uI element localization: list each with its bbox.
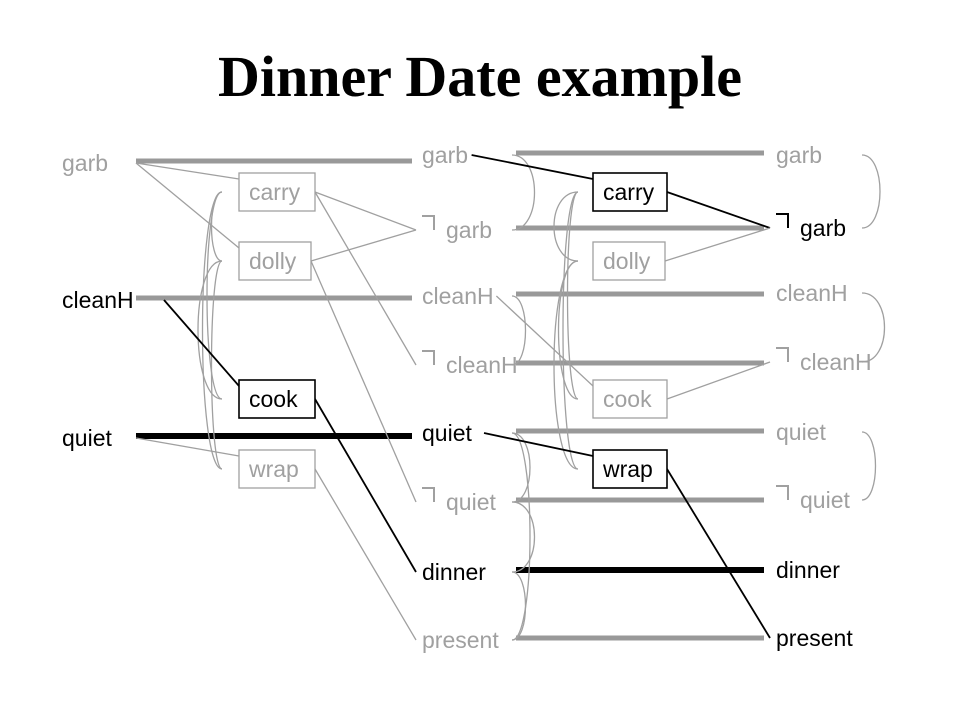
edge-L0-garb-to-A1-carry <box>135 162 240 180</box>
bars-layer <box>136 150 764 641</box>
action-box-A2-dolly <box>592 241 666 281</box>
action-box-A2-wrap <box>592 449 668 489</box>
edge-L0-garb-to-A1-dolly <box>135 162 240 249</box>
proposition-labels-layer: garb cleanH quiet garb garb cleanH cleanH quiet… <box>62 142 872 653</box>
prop-label-L2-garb: garb <box>776 142 822 168</box>
action-label-A2-carry: carry <box>603 179 655 205</box>
edge-A2-dolly-to-L2-ngarb <box>664 227 771 262</box>
mutex-arc-A1-dolly-A1-wrap <box>210 260 223 470</box>
prop-label-L0-garb: garb <box>62 150 108 176</box>
action-box-A1-carry <box>238 172 316 212</box>
mutex-arc-L2-cleanH-L2-ncleanH <box>861 292 886 363</box>
prop-label-L2-nquiet: quiet <box>800 487 850 513</box>
prop-label-L2-dinner: dinner <box>776 557 840 583</box>
prop-label-L2-quiet: quiet <box>776 419 826 445</box>
edge-A1-dolly-to-L1-nquiet <box>310 260 417 503</box>
mutex-arc-L1-quiet-L1-present <box>511 432 531 641</box>
mutex-arc-L1-quiet-L1-nquiet <box>511 432 531 503</box>
edge-L1-quiet-to-A2-wrap <box>483 432 594 457</box>
edges-layer <box>135 154 771 641</box>
edge-L0-quiet-to-A1-wrap <box>135 437 240 457</box>
action-label-A1-cook: cook <box>249 386 298 412</box>
negation-mark-L2-nquiet <box>776 485 789 500</box>
edge-A2-carry-to-L2-ngarb <box>666 191 771 229</box>
prop-label-L2-cleanH: cleanH <box>776 280 848 306</box>
action-label-A1-wrap: wrap <box>248 456 299 482</box>
mutex-arc-L1-nquiet-L1-dinner <box>511 501 536 573</box>
action-box-A1-wrap <box>238 449 316 489</box>
mutex-arc-L1-cleanH-L1-ncleanH <box>511 295 527 366</box>
mutex-arc-A2-carry-A2-wrap <box>562 191 579 470</box>
action-label-A2-dolly: dolly <box>603 248 651 274</box>
action-label-A2-wrap: wrap <box>602 456 653 482</box>
mutex-arc-L2-quiet-L2-nquiet <box>861 431 877 501</box>
mutex-arc-A1-carry-A1-wrap <box>201 191 223 470</box>
prop-label-L2-present: present <box>776 625 853 651</box>
mutex-arc-L2-garb-L2-ngarb <box>861 154 881 229</box>
prop-label-L1-ngarb: garb <box>446 217 492 243</box>
action-box-A2-cook <box>592 379 668 419</box>
action-label-A1-carry: carry <box>249 179 301 205</box>
edge-L0-cleanH-to-A1-cook <box>163 299 240 387</box>
prop-label-L0-quiet: quiet <box>62 425 112 451</box>
prop-label-L1-nquiet: quiet <box>446 489 496 515</box>
prop-label-L1-quiet: quiet <box>422 420 472 446</box>
negation-mark-L1-ncleanH <box>422 350 435 365</box>
mutex-arc-A2-dolly-A2-wrap <box>553 260 579 470</box>
edge-A1-wrap-to-L1-present <box>314 468 417 641</box>
edge-A1-carry-to-L1-ncleanH <box>314 191 417 366</box>
negation-mark-L1-ngarb <box>422 215 435 230</box>
mutex-arc-L1-garb-L1-ngarb <box>511 154 536 231</box>
edge-A1-carry-to-L1-ngarb <box>314 191 417 231</box>
action-box-A1-dolly <box>238 241 312 281</box>
prop-label-L1-cleanH: cleanH <box>422 283 494 309</box>
prop-label-L0-cleanH: cleanH <box>62 287 134 313</box>
prop-label-L2-ngarb: garb <box>800 215 846 241</box>
page-title: Dinner Date example <box>217 44 743 109</box>
action-boxes-layer: carry dolly cook wrap carry dolly cook wrap <box>238 172 668 489</box>
action-box-A2-carry <box>592 172 668 212</box>
edge-A1-dolly-to-L1-ngarb <box>310 229 417 262</box>
prop-label-L1-garb: garb <box>422 142 468 168</box>
edge-A2-wrap-to-L2-present <box>666 468 771 639</box>
mutex-arcs-layer <box>197 154 886 641</box>
prop-label-L1-dinner: dinner <box>422 559 486 585</box>
negation-mark-L1-nquiet <box>422 487 435 502</box>
mutex-arc-A1-dolly-A1-cook <box>197 260 223 400</box>
edge-A1-cook-to-L1-dinner <box>314 398 417 573</box>
edge-L1-cleanH-to-A2-cook <box>495 295 594 387</box>
mutex-arc-A1-carry-A1-cook <box>206 191 223 400</box>
prop-label-L1-present: present <box>422 627 499 653</box>
negation-mark-L2-ngarb <box>776 213 789 228</box>
negation-mark-L2-ncleanH <box>776 347 789 362</box>
mutex-arc-L1-dinner-L1-present <box>511 571 527 641</box>
action-label-A1-dolly: dolly <box>249 248 297 274</box>
action-label-A2-cook: cook <box>603 386 652 412</box>
edge-L1-garb-to-A2-carry <box>471 154 594 180</box>
prop-label-L1-ncleanH: cleanH <box>446 352 518 378</box>
edge-A2-cook-to-L2-ncleanH <box>666 361 771 400</box>
prop-label-L2-ncleanH: cleanH <box>800 349 872 375</box>
mutex-arc-A2-carry-A2-cook <box>566 191 579 400</box>
action-box-A1-cook <box>238 379 316 419</box>
